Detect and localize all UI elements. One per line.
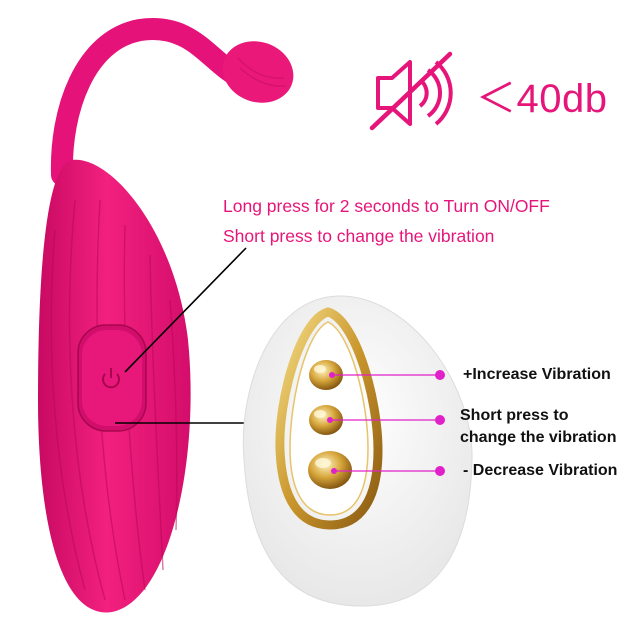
label-decrease: - Decrease Vibration	[463, 462, 618, 479]
callout-line-1	[124, 247, 247, 373]
speaker-muted-icon	[369, 51, 453, 131]
decrease-button[interactable]	[308, 451, 352, 489]
label-mode-line1: Short press to	[460, 407, 569, 424]
remote-control	[242, 295, 473, 607]
mode-button[interactable]	[309, 405, 343, 435]
pointer-increase	[329, 370, 445, 380]
instruction-power: Long press for 2 seconds to Turn ON/OFF	[223, 196, 550, 216]
increase-button[interactable]	[309, 360, 343, 390]
pointer-decrease	[331, 466, 445, 476]
instruction-mode: Short press to change the vibration	[223, 226, 495, 246]
label-increase: +Increase Vibration	[463, 366, 611, 383]
noise-level-label: ＜40db	[476, 77, 608, 121]
pointer-mode	[327, 415, 445, 425]
power-icon	[102, 368, 120, 389]
label-mode-line2: change the vibration	[460, 429, 617, 446]
